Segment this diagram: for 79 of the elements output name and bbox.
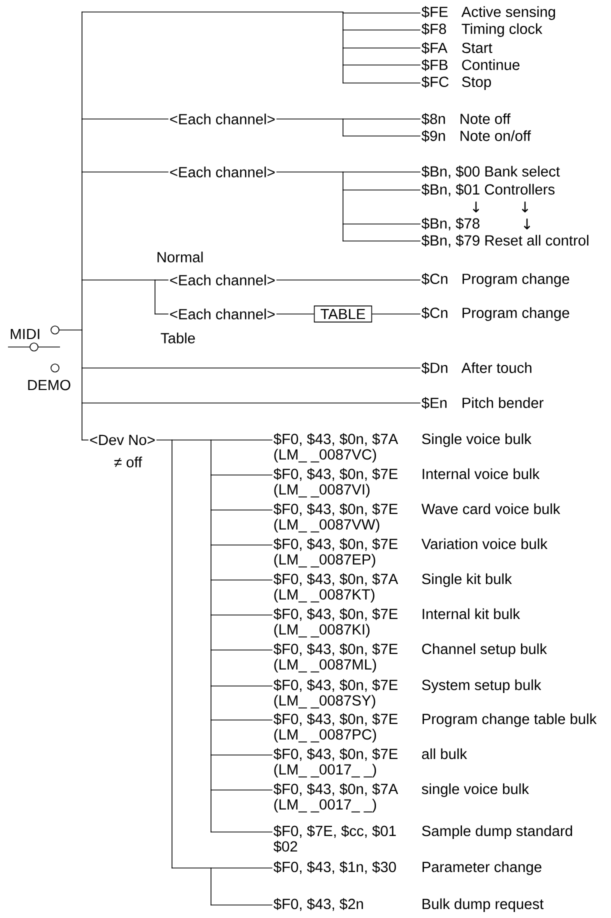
- channel-label: <Dev No>: [90, 434, 155, 446]
- connector-line: [342, 64, 344, 84]
- message-text: $F0, $43, $0n, $7E (LM_ _0087ML) Channel setup bulk: [274, 643, 547, 672]
- message-text: $F0, $43, $0n, $7A (LM_ _0017_ _) single voice bulk: [274, 783, 529, 812]
- connector-line: [210, 686, 212, 720]
- message-text: $9n Note on/off: [422, 130, 531, 142]
- connector-line: [210, 904, 272, 906]
- switch-terminal: [50, 326, 60, 334]
- message-text: $FE Active sensing: [422, 6, 555, 20]
- message-text: $F0, $7E, $cc, $01 $02 Sample dump standard: [274, 825, 572, 852]
- message-text: $8n Note off: [422, 113, 511, 125]
- connector-line: [154, 280, 156, 314]
- connector-line: [210, 510, 212, 546]
- table-box: TABLE: [314, 306, 372, 322]
- connector-line: [210, 868, 212, 906]
- connector-line: [82, 402, 420, 404]
- connector-line: [276, 118, 344, 120]
- message-text: $F0, $43, $0n, $7E (LM_ _0087VW) Wave card voice bulk: [274, 503, 560, 532]
- connector-line: [342, 12, 344, 30]
- connector-line: [342, 64, 420, 66]
- connector-line: [342, 172, 344, 190]
- message-text: $F0, $43, $1n, $30 Parameter change: [274, 861, 542, 876]
- connector-line: [210, 754, 212, 790]
- channel-label: <Each channel>: [170, 114, 275, 124]
- connector-line: [342, 48, 344, 66]
- down-arrow-mark: ↓: [472, 202, 480, 212]
- down-arrow-mark: ↓: [524, 218, 530, 230]
- connector-line: [210, 790, 212, 832]
- connector-line: [342, 30, 344, 48]
- message-text: $F0, $43, $0n, $7E (LM_ _0087VI) Internal voice bulk: [274, 468, 540, 498]
- connector-line: [342, 12, 420, 14]
- message-text: $Bn, $01 Controllers: [422, 184, 555, 196]
- channel-label: <Each channel>: [170, 274, 275, 286]
- connector-line: [210, 474, 272, 476]
- down-arrow-mark: ↓: [522, 202, 528, 212]
- connector-line: [210, 544, 272, 546]
- message-text: $Bn, $00 Bank select: [422, 166, 560, 178]
- connector-line: [342, 118, 420, 120]
- message-text: $F0, $43, $0n, $7A (LM_ _0087VC) Single voice bulk: [274, 433, 532, 462]
- message-text: $Bn, $78: [422, 218, 480, 230]
- message-text: $F0, $43, $0n, $7E (LM_ _0087PC) Program change table bulk: [274, 713, 597, 742]
- message-text: $FA Start: [422, 42, 492, 54]
- message-text: $F0, $43, $0n, $7A (LM_ _0087KT) Single kit bulk: [274, 573, 512, 602]
- connector-line: [210, 474, 212, 510]
- connector-line: [210, 440, 212, 476]
- message-text: $En Pitch bender: [422, 397, 544, 409]
- connector-line: [342, 190, 344, 224]
- message-text: $FC Stop: [422, 76, 491, 90]
- message-text: $Dn After touch: [422, 362, 532, 374]
- connector-line: [210, 650, 212, 686]
- message-text: $Bn, $79 Reset all control: [422, 234, 588, 248]
- channel-label: <Each channel>: [170, 166, 275, 178]
- connector-line: [210, 614, 212, 650]
- switch-label: MIDI: [10, 328, 40, 340]
- channel-label: <Each channel>: [170, 308, 275, 320]
- connector-line: [342, 224, 344, 242]
- message-text: $Cn Program change: [422, 273, 570, 287]
- mode-label: Normal: [158, 252, 203, 262]
- connector-line: [210, 544, 212, 580]
- message-text: $F0, $43, $0n, $7E (LM_ _0087SY) System setup bulk: [274, 679, 542, 708]
- message-text: $F0, $43, $0n, $7E (LM_ _0017_ _) all bulk: [274, 748, 468, 778]
- connector-line: [342, 118, 344, 136]
- message-text: $F8 Timing clock: [422, 23, 542, 37]
- switch-label: DEMO: [28, 380, 70, 390]
- message-text: $Cn Program change: [422, 307, 570, 321]
- connector-line: [342, 12, 344, 14]
- connector-line: [342, 240, 420, 242]
- connector-line: [210, 754, 272, 756]
- mode-label: Table: [160, 332, 195, 344]
- message-text: $F0, $43, $2n Bulk dump request: [274, 898, 544, 912]
- connector-line: [210, 580, 212, 616]
- connector-line: [210, 614, 272, 616]
- connector-line: [342, 82, 420, 84]
- message-text: $F0, $43, $0n, $7E (LM_ _0087EP) Variation voice bulk: [274, 538, 548, 568]
- connector-line: [210, 720, 212, 756]
- condition-label: ≠ off: [114, 456, 142, 468]
- message-text: $F0, $43, $0n, $7E (LM_ _0087KI) Internal kit bulk: [274, 608, 520, 638]
- message-text: $FB Continue: [422, 59, 520, 71]
- connector-line: [82, 118, 168, 120]
